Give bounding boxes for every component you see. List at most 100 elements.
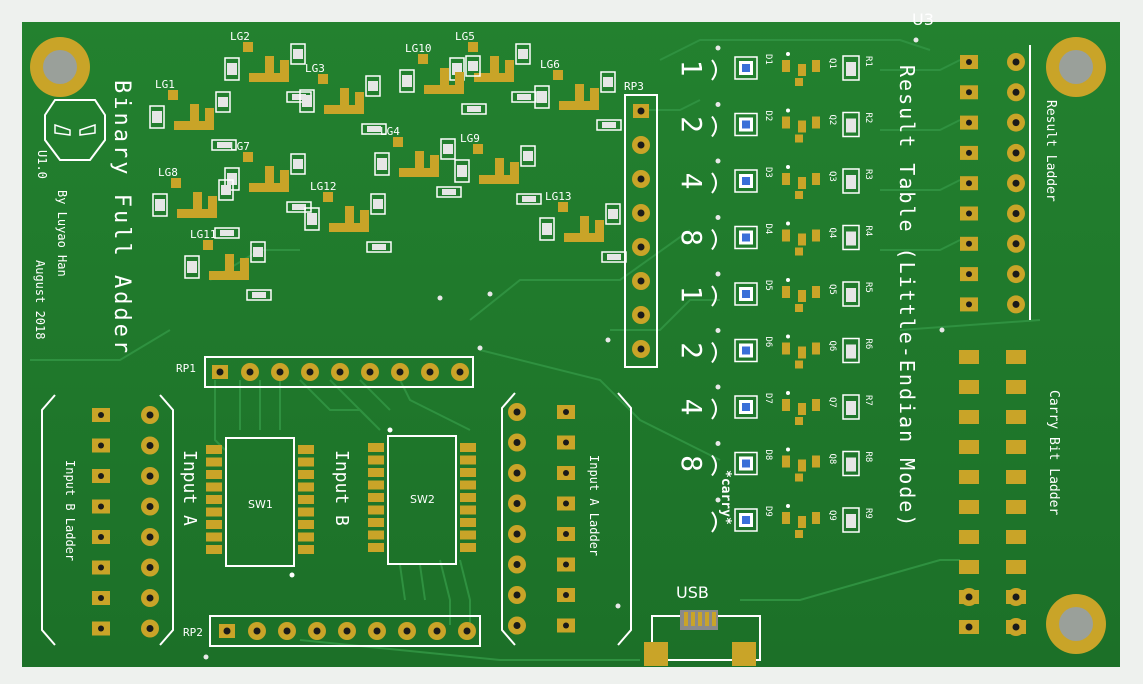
switch-pad <box>206 520 222 529</box>
logic-gate-lg11: LG11 <box>184 228 272 301</box>
bit-value: 4 <box>675 399 708 416</box>
switch-pad <box>206 545 222 554</box>
result-table-title: Result Table (Little-Endian Mode) <box>895 65 919 528</box>
pin-hole <box>563 409 569 415</box>
switch-pad <box>460 468 476 477</box>
pin-hole <box>965 623 973 631</box>
u3-label: U3 <box>912 10 934 29</box>
pin-hole <box>1012 623 1020 631</box>
transistor-label: Q7 <box>827 397 837 408</box>
transistor-label: Q2 <box>827 115 837 126</box>
resistor-pack-rp1: RP1 <box>176 356 474 388</box>
carry-bit-ladder: Carry Bit Ladder <box>959 350 1061 636</box>
pin-hole <box>463 627 471 635</box>
pin-hole <box>1012 300 1020 308</box>
ladder-pad <box>959 440 979 454</box>
diode-label: D5 <box>763 280 773 291</box>
switch-pad <box>368 518 384 527</box>
result-ladder-label: Result Ladder <box>1043 100 1058 202</box>
version-label: U1.0 <box>35 150 49 179</box>
resistor-pack-rp2: RP2 <box>183 615 481 647</box>
pin-hole <box>1012 593 1020 601</box>
switch-pad <box>460 480 476 490</box>
pin-hole <box>563 439 569 446</box>
input-b-label: Input B <box>331 450 352 526</box>
pin-hole <box>146 472 154 480</box>
gate-label: LG12 <box>310 180 337 193</box>
switch-pad <box>368 505 384 515</box>
pin-hole <box>146 442 154 449</box>
pin-hole <box>98 412 104 418</box>
ladder-pad <box>959 470 979 484</box>
pin-hole <box>98 595 104 601</box>
diode-label: D9 <box>763 506 773 517</box>
pin-hole <box>513 500 521 507</box>
switch-pad <box>460 493 476 502</box>
switch-pad <box>460 443 476 452</box>
switch-pad <box>298 532 314 542</box>
pin-hole <box>98 503 104 510</box>
switch-pad <box>298 520 314 529</box>
transistor-label: Q3 <box>827 171 837 182</box>
gate-label: LG11 <box>190 228 217 241</box>
resistor-footprint <box>842 394 860 420</box>
pin-hole <box>396 368 404 376</box>
pin-hole <box>966 301 972 308</box>
gate-label: LG5 <box>455 30 475 43</box>
switch-pad <box>460 505 476 515</box>
transistor-label: Q6 <box>827 341 837 352</box>
dip-switch-sw2[interactable]: SW2 <box>368 427 476 565</box>
rp3-label: RP3 <box>624 80 644 93</box>
ladder-pad <box>1006 500 1026 514</box>
gate-label: LG2 <box>230 30 250 43</box>
date-label: August 2018 <box>33 260 47 339</box>
switch-pad <box>206 507 222 517</box>
input-a-ladder-label: Input A Ladder <box>587 455 601 556</box>
usb-label: USB <box>676 583 709 602</box>
led-light <box>742 233 750 242</box>
pin-hole <box>1012 240 1020 248</box>
carry-annotation: *carry* <box>718 470 733 525</box>
ladder-pad <box>959 350 979 364</box>
pin-hole <box>1012 270 1020 278</box>
resistor-footprint <box>842 111 860 138</box>
pin-hole <box>456 368 464 376</box>
diode-label: D2 <box>763 111 773 122</box>
pin-hole <box>336 368 344 376</box>
led-light <box>742 516 750 524</box>
input-a-label: Input A <box>179 450 200 526</box>
switch-pad <box>460 518 476 527</box>
dip-switch-sw1[interactable]: SW1 <box>206 437 314 578</box>
pin-hole <box>276 368 284 376</box>
logic-gate-lg4: LG4 <box>374 125 462 198</box>
switch-pad <box>298 470 314 479</box>
pin-hole <box>98 473 104 479</box>
ladder-pad <box>1006 560 1026 574</box>
pin-hole <box>563 622 569 629</box>
led-light <box>742 459 750 468</box>
switch-pad <box>298 445 314 454</box>
switch-pad <box>298 457 314 467</box>
gate-label: LG7 <box>230 140 250 153</box>
input-a-ladder: Input A Ladder <box>501 392 632 646</box>
pin-hole <box>637 141 645 149</box>
pin-hole <box>313 627 321 635</box>
transistor-label: Q5 <box>827 284 837 295</box>
usb-connector[interactable]: USB <box>644 583 761 666</box>
pin-hole <box>513 591 521 599</box>
led-footprint <box>734 395 758 419</box>
resistor-footprint <box>842 337 860 364</box>
led-light <box>742 290 750 298</box>
transistor-label: Q9 <box>827 510 837 521</box>
bit-value: 2 <box>675 116 708 133</box>
led-footprint <box>734 338 758 363</box>
pin-hole <box>637 107 645 115</box>
transistor-label: Q8 <box>827 454 837 465</box>
diode-label: D6 <box>763 337 773 348</box>
vias <box>203 37 945 660</box>
mounting-hole <box>30 37 90 97</box>
led-light <box>742 64 750 72</box>
